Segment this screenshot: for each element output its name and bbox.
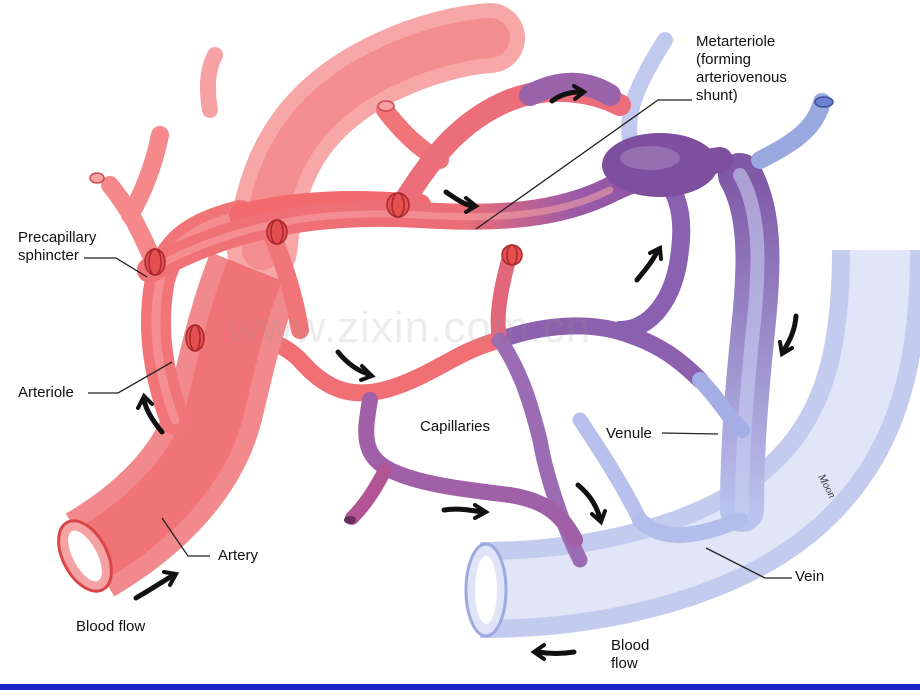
flow-arrow-icon — [136, 392, 165, 435]
flow-arrow-icon — [549, 84, 588, 104]
bottom-accent-bar — [0, 684, 920, 690]
leader-artery — [161, 517, 210, 557]
leader-precapillary — [84, 257, 148, 278]
label-blood-flow-right: Blood flow — [611, 637, 650, 672]
sphincter-ring — [386, 192, 410, 218]
leader-venule — [661, 432, 719, 435]
leader-lines — [84, 99, 792, 579]
leader-metarteriole — [475, 99, 692, 230]
flow-arrow-icon — [575, 482, 607, 526]
flow-arrow-icon — [530, 643, 577, 661]
sphincter-ring — [266, 219, 288, 245]
vein-vessel — [464, 249, 920, 638]
label-venule: Venule — [606, 425, 652, 442]
leader-vein — [705, 547, 792, 579]
label-arteriole: Arteriole — [18, 384, 74, 401]
label-capillaries: Capillaries — [420, 418, 491, 435]
upper-artery-branch — [227, 3, 525, 285]
leader-arteriole — [88, 361, 173, 394]
precapillary-sphincters — [144, 192, 523, 352]
label-vein: Vein — [795, 568, 825, 585]
capillary-bed — [191, 161, 750, 568]
flow-arrows — [133, 84, 799, 661]
sphincter-ring — [185, 324, 205, 352]
label-metarteriole: Metarteriole (forming arteriovenous shun… — [696, 33, 787, 104]
flow-arrow-icon — [335, 349, 376, 382]
flow-arrow-icon — [441, 503, 490, 520]
metarteriole-vessel — [137, 133, 733, 283]
label-artery: Artery — [218, 547, 259, 564]
flow-arrow-icon — [778, 313, 799, 358]
flow-arrow-icon — [634, 244, 663, 283]
flow-arrow-icon — [133, 570, 180, 601]
label-blood-flow-left: Blood flow — [76, 618, 146, 635]
artery-vessel — [57, 252, 300, 597]
watermark-text: www.zixin.com.cn — [228, 303, 592, 352]
flow-arrow-icon — [443, 189, 480, 214]
sphincter-ring — [501, 244, 523, 266]
label-precapillary-sphincter: Precapillary sphincter — [18, 229, 97, 264]
venule-vessel — [621, 32, 834, 532]
arteriole-vessel — [89, 47, 631, 435]
sphincter-ring — [144, 248, 166, 276]
